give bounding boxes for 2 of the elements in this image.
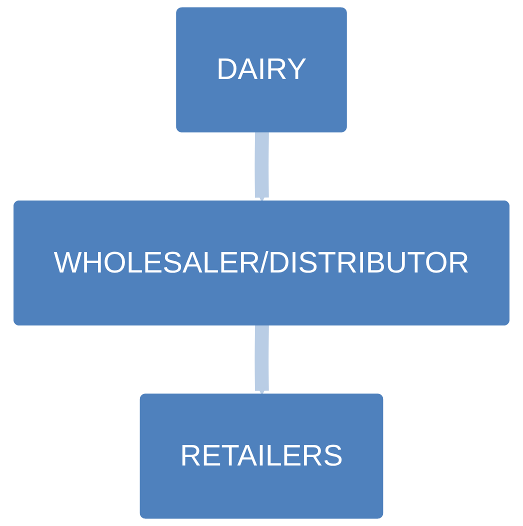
arrow	[254, 324, 269, 396]
arrow	[254, 131, 269, 202]
